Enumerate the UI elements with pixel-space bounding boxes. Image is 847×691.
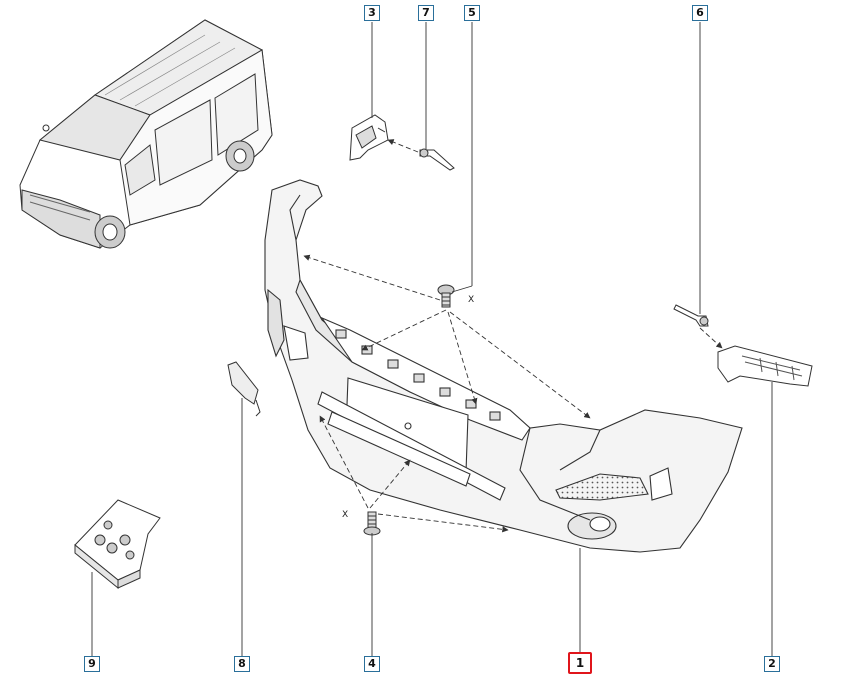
part-7-pin — [419, 148, 455, 171]
part-2-bracket — [717, 345, 813, 387]
part-8-cap — [227, 361, 261, 417]
callout-5[interactable]: 5 — [464, 5, 480, 21]
callout-4[interactable]: 4 — [364, 656, 380, 672]
callout-9[interactable]: 9 — [84, 656, 100, 672]
part-5-screw — [437, 284, 455, 308]
callout-7[interactable]: 7 — [418, 5, 434, 21]
part-4-screw — [363, 511, 381, 536]
callout-3[interactable]: 3 — [364, 5, 380, 21]
part-9-kit-box — [74, 499, 161, 590]
x-marker-top: X — [468, 295, 475, 305]
callout-6[interactable]: 6 — [692, 5, 708, 21]
callout-1-selected[interactable]: 1 — [568, 652, 592, 674]
part-6-pin — [673, 304, 709, 327]
part-1-front-bumper — [264, 179, 743, 553]
assembly-arrows — [303, 139, 723, 533]
callout-2[interactable]: 2 — [764, 656, 780, 672]
callout-8[interactable]: 8 — [234, 656, 250, 672]
leader-lines — [91, 22, 773, 656]
x-marker-bottom: X — [342, 510, 349, 520]
part-3-bracket — [349, 114, 389, 161]
van-illustration — [19, 10, 273, 249]
